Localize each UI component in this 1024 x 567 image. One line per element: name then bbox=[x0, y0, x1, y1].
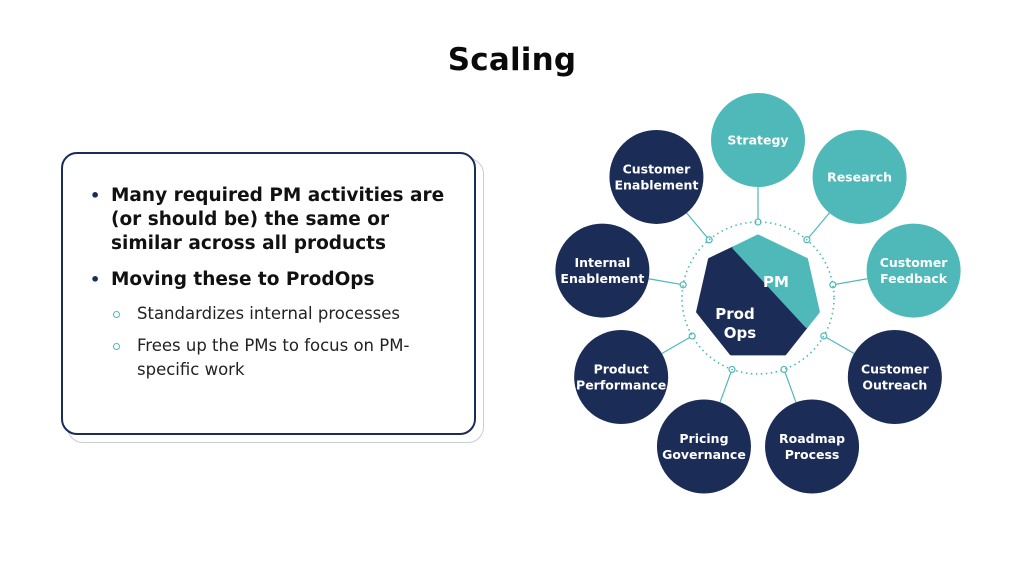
connector-line bbox=[686, 212, 710, 241]
activity-node-circle bbox=[866, 223, 961, 318]
sub-bullet-text: Standardizes internal processes bbox=[137, 304, 401, 323]
sub-bullet-item: Frees up the PMs to focus on PM-specific… bbox=[87, 334, 450, 382]
connector-dot bbox=[820, 332, 828, 340]
activity-node-label: Governance bbox=[662, 447, 746, 462]
connector-line bbox=[661, 335, 693, 355]
prodops-label-line1: Prod bbox=[715, 305, 754, 323]
bullet-item: • Moving these to ProdOps bbox=[87, 268, 450, 292]
connector-line bbox=[823, 335, 855, 355]
activity-node-label: Feedback bbox=[880, 271, 948, 286]
connector-dot bbox=[705, 236, 713, 244]
bullet-dot-icon: • bbox=[90, 270, 101, 289]
activity-node: Research bbox=[812, 129, 907, 224]
activity-node-label: Roadmap bbox=[779, 431, 845, 446]
connector-lines bbox=[648, 187, 868, 403]
sub-bullet-circle-icon bbox=[113, 343, 120, 350]
connector-dot bbox=[780, 365, 788, 374]
dotted-ring bbox=[681, 221, 835, 375]
sub-bullet-circle-icon bbox=[113, 311, 120, 318]
connector-line bbox=[806, 212, 830, 241]
activity-node-label: Performance bbox=[576, 378, 666, 393]
activity-node-label: Pricing bbox=[679, 431, 728, 446]
prodops-label-line2: Ops bbox=[724, 324, 756, 342]
activity-node-circle bbox=[847, 330, 942, 424]
page-title: Scaling bbox=[447, 42, 577, 78]
connector-line bbox=[719, 369, 733, 403]
connector-dot bbox=[679, 281, 687, 289]
activity-node-label: Customer bbox=[880, 255, 949, 270]
bullet-dot-icon: • bbox=[90, 186, 101, 205]
connector-line bbox=[832, 278, 868, 286]
pm-label: PM bbox=[763, 273, 789, 291]
activity-node: Strategy bbox=[711, 93, 805, 187]
center-heptagon: PM Prod Ops bbox=[696, 234, 820, 356]
pm-segment bbox=[732, 234, 820, 328]
connector-line bbox=[648, 278, 684, 286]
bullet-card: • Many required PM activities are (or sh… bbox=[61, 152, 476, 435]
activity-node-label: Product bbox=[594, 362, 649, 377]
sub-bullet-item: Standardizes internal processes bbox=[87, 302, 450, 326]
activity-nodes: StrategyResearchCustomerFeedbackCustomer… bbox=[555, 93, 961, 494]
sub-bullet-text: Frees up the PMs to focus on PM-specific… bbox=[137, 336, 410, 379]
bullet-item: • Many required PM activities are (or sh… bbox=[87, 184, 450, 256]
activity-node-label: Internal bbox=[575, 255, 631, 270]
activity-node-label: Enablement bbox=[614, 177, 698, 192]
activity-node-label: Research bbox=[827, 169, 892, 184]
activity-node-circle bbox=[555, 223, 650, 318]
activity-node-label: Customer bbox=[623, 161, 692, 176]
activity-node-label: Process bbox=[785, 447, 840, 462]
activity-node-circle bbox=[812, 129, 907, 224]
activity-node-label: Outreach bbox=[862, 378, 927, 393]
activity-node-label: Enablement bbox=[560, 271, 644, 286]
bullet-text: Many required PM activities are (or shou… bbox=[111, 185, 445, 254]
activity-node-label: Customer bbox=[861, 362, 930, 377]
activity-node-circle bbox=[574, 330, 669, 424]
activity-node-circle bbox=[711, 93, 805, 187]
bullet-text: Moving these to ProdOps bbox=[111, 269, 375, 290]
activity-node-circle bbox=[609, 129, 704, 224]
activity-node-circle bbox=[765, 399, 860, 494]
activity-node-circle bbox=[656, 399, 751, 494]
activity-node-label: Strategy bbox=[727, 133, 788, 148]
connector-line bbox=[783, 369, 797, 403]
